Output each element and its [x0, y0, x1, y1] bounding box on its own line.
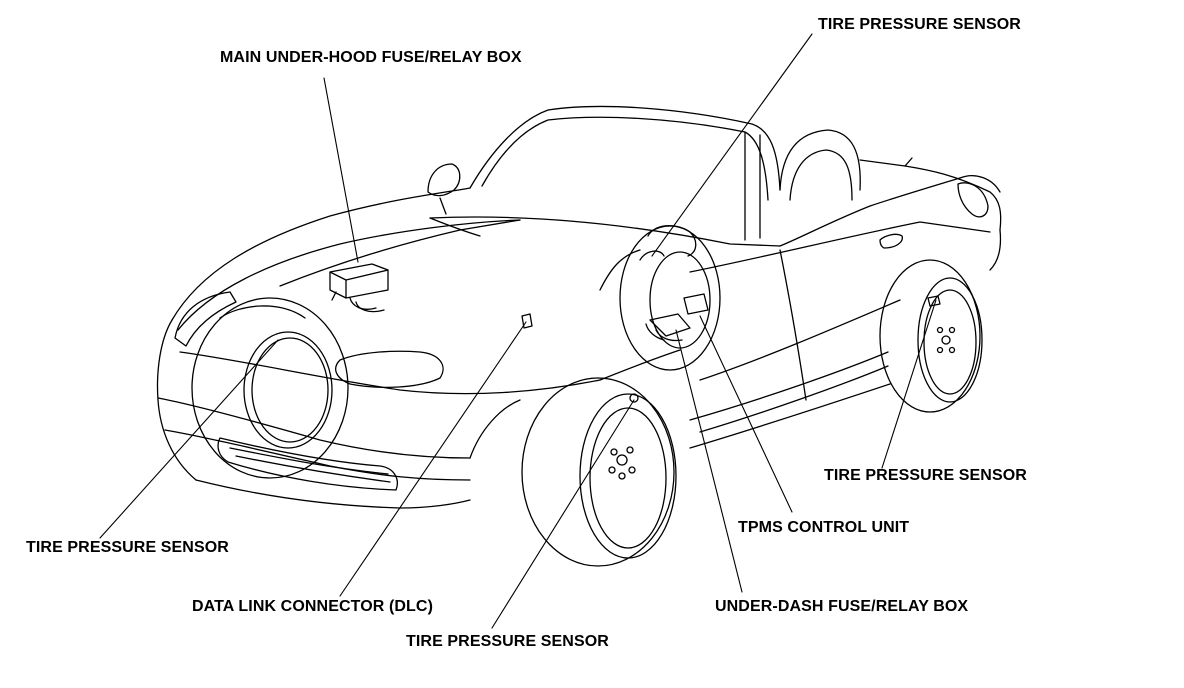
label-main-underhood-fuse-box: MAIN UNDER-HOOD FUSE/RELAY BOX [220, 49, 522, 66]
label-underdash-fuse-box: UNDER-DASH FUSE/RELAY BOX [715, 598, 969, 615]
car-body-outline [156, 105, 1002, 509]
front-left-wheel [191, 297, 349, 479]
rear-right-wheel [879, 259, 983, 413]
label-tire-pressure-sensor-front-bottom: TIRE PRESSURE SENSOR [406, 633, 609, 650]
label-tpms-control-unit: TPMS CONTROL UNIT [738, 519, 910, 536]
main-underhood-fuse-box [329, 263, 389, 313]
data-link-connector [521, 313, 533, 329]
tpms-control-unit [683, 293, 709, 315]
leader-lines [99, 33, 937, 629]
front-right-wheel [521, 377, 677, 567]
label-tire-pressure-sensor-front-left: TIRE PRESSURE SENSOR [26, 539, 229, 556]
label-tire-pressure-sensor-top-right: TIRE PRESSURE SENSOR [818, 16, 1021, 33]
label-data-link-connector: DATA LINK CONNECTOR (DLC) [192, 598, 433, 615]
label-tire-pressure-sensor-rear-right: TIRE PRESSURE SENSOR [824, 467, 1027, 484]
